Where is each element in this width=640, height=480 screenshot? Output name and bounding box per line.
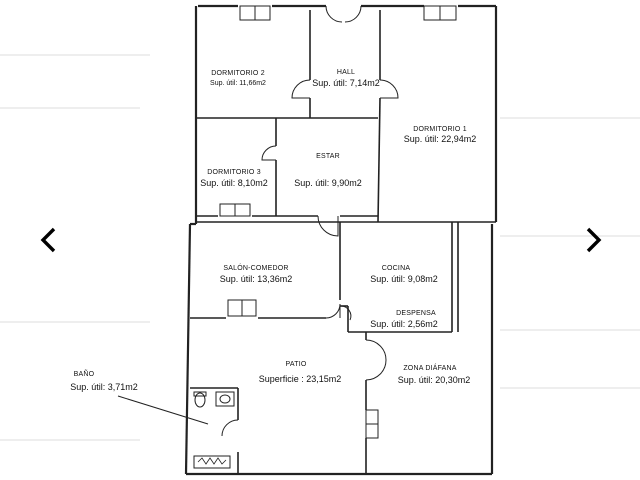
- room-name-despensa: DESPENSA: [396, 310, 436, 317]
- room-name-patio: PATIO: [285, 361, 307, 368]
- room-name-dormitorio1: DORMITORIO 1: [413, 126, 467, 133]
- chevron-left-icon: [40, 227, 56, 253]
- room-area-dormitorio2: Sup. útil: 11,66m2: [210, 80, 266, 87]
- room-area-cocina: Sup. útil: 9,08m2: [370, 274, 438, 284]
- room-area-despensa: Sup. útil: 2,56m2: [370, 319, 438, 329]
- windows: [219, 5, 457, 439]
- room-name-salon: SALÓN-COMEDOR: [223, 265, 289, 272]
- previous-image-button[interactable]: [30, 220, 66, 260]
- chevron-right-icon: [586, 227, 602, 253]
- room-name-dormitorio3: DORMITORIO 3: [207, 169, 261, 176]
- interior-walls: [190, 10, 496, 474]
- scan-noise: [0, 54, 640, 441]
- room-area-patio: Superficie : 23,15m2: [258, 374, 342, 384]
- bathroom-fixtures: [193, 391, 235, 469]
- room-area-bano: Sup. útil: 3,71m2: [70, 382, 138, 392]
- room-area-dormitorio1: Sup. útil: 22,94m2: [403, 134, 477, 144]
- room-name-estar: ESTAR: [316, 153, 340, 160]
- room-area-dormitorio3: Sup. útil: 8,10m2: [200, 178, 268, 188]
- outer-walls: [184, 4, 498, 476]
- room-area-salon: Sup. útil: 13,36m2: [219, 274, 293, 284]
- room-name-bano: BAÑO: [73, 371, 95, 378]
- room-area-zona-diafana: Sup. útil: 20,30m2: [397, 375, 471, 385]
- bano-leader-line: [117, 395, 209, 425]
- room-area-hall: Sup. útil: 7,14m2: [312, 78, 380, 88]
- room-name-hall: HALL: [336, 69, 356, 76]
- room-area-estar: Sup. útil: 9,90m2: [294, 178, 362, 188]
- room-name-zona-diafana: ZONA DIÁFANA: [403, 365, 457, 372]
- door-swings: [221, 5, 399, 437]
- room-name-cocina: COCINA: [381, 265, 411, 272]
- next-image-button[interactable]: [576, 220, 612, 260]
- room-name-dormitorio2: DORMITORIO 2: [211, 70, 265, 77]
